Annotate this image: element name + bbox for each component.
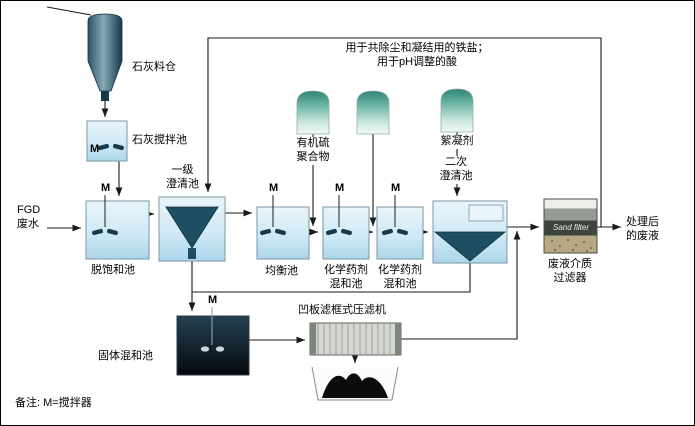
- note-label: 备注: M=搅拌器: [15, 397, 92, 409]
- mixer-tag-solids: M: [208, 294, 218, 306]
- silo-feed-pipe: [46, 6, 92, 16]
- flocculant-vessel: [440, 88, 474, 133]
- primary-clarifier-stem: [188, 248, 196, 259]
- chem-mix-tank-1-label: 化学药剂 混和池: [324, 264, 368, 290]
- mixer-tag-lime-tank: M: [90, 143, 100, 155]
- flocculant-label: 絮凝剂: [435, 135, 479, 149]
- lime-mixing-tank-shape: [86, 120, 128, 162]
- mixer-shafts: [104, 195, 396, 227]
- treated-effluent-label: 处理后 的废液: [626, 216, 659, 242]
- solids-mixer-blades: [200, 346, 225, 352]
- lime-silo-label: 石灰料仓: [132, 61, 176, 73]
- mixer-tag-chem2: M: [391, 182, 401, 194]
- recycle-line-filter-to-primary: [204, 37, 602, 227]
- desaturation-tank-shape: [85, 200, 150, 260]
- mixer-tag-chem1: M: [335, 182, 345, 194]
- chemical-dosing-note: 用于共除尘和凝结用的铁盐； 用于pH调整的酸: [281, 42, 553, 70]
- equalization-tank-label: 均衡池: [265, 265, 298, 277]
- lime-mixing-tank-label: 石灰搅拌池: [132, 134, 187, 146]
- filter-press-label: 凹板滤框式压滤机: [298, 304, 386, 316]
- filter-press-shape: [309, 322, 402, 356]
- fgd-feed-label: FGD 废水: [17, 204, 41, 230]
- primary-clarifier-cone: [165, 206, 219, 249]
- mixer-blades: [92, 143, 408, 236]
- media-filter-label: 废液介质 过滤器: [548, 258, 592, 284]
- desaturation-tank-label: 脱饱和池: [91, 264, 135, 276]
- primary-clarifier-label: 一级 澄清池: [160, 164, 205, 192]
- secondary-clarifier-cone: [433, 231, 507, 262]
- media-filter-shape: [543, 198, 598, 254]
- lime-silo-outlet: [101, 91, 109, 101]
- lime-silo-shape: [87, 13, 123, 92]
- secondary-clarifier-inlet-box: [468, 204, 504, 222]
- filtrate-return-line: [401, 230, 521, 340]
- chem-mix-tank-2-label: 化学药剂 混和池: [378, 264, 422, 290]
- filter-cake-pile: [322, 373, 388, 398]
- secondary-clarifier-label: 二次 澄清池: [433, 156, 479, 184]
- sand-filter-text: Sand filter: [552, 223, 590, 232]
- mixer-tag-desaturation: M: [101, 182, 111, 194]
- organic-polymer-label: 有机硫 聚合物: [289, 137, 337, 165]
- organic-polymer-vessel: [296, 90, 330, 135]
- solids-mixing-tank-label: 固体混和池: [98, 350, 153, 362]
- solids-mixing-tank-shape: [176, 315, 250, 376]
- mixer-tag-equalization: M: [269, 182, 279, 194]
- underflow-secondary-to-solids: [192, 261, 471, 293]
- iron-salt-vessel: [356, 90, 390, 135]
